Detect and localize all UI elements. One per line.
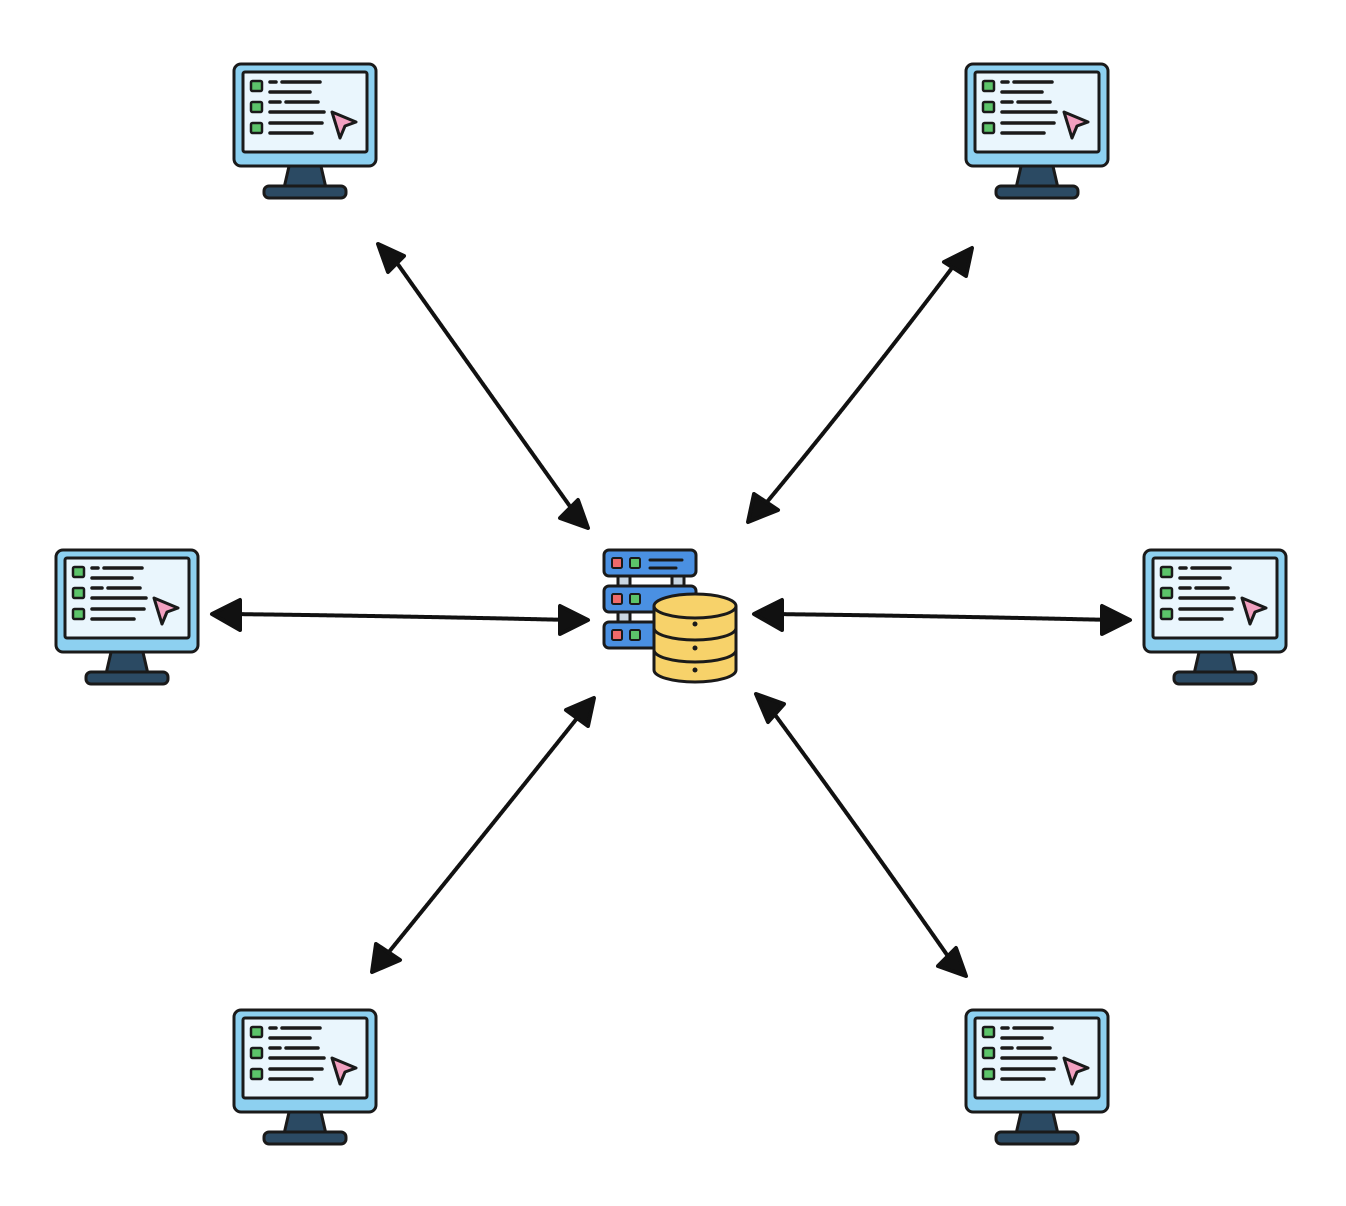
client-bottom-left <box>232 1008 378 1146</box>
computer-monitor-icon <box>232 62 378 200</box>
arrow-server-to-client-top-right <box>746 246 974 524</box>
client-bottom-right <box>964 1008 1110 1146</box>
arrow-server-to-client-middle-left <box>210 598 590 636</box>
client-top-left <box>232 62 378 200</box>
client-top-right <box>964 62 1110 200</box>
computer-monitor-icon <box>232 1008 378 1146</box>
computer-monitor-icon <box>1142 548 1288 686</box>
arrow-server-to-client-top-left <box>376 242 590 530</box>
arrow-server-to-client-bottom-left <box>370 696 596 974</box>
client-middle-right <box>1142 548 1288 686</box>
connection-arrows <box>210 242 1132 978</box>
computer-monitor-icon <box>964 1008 1110 1146</box>
arrow-server-to-client-bottom-right <box>754 692 968 978</box>
computer-monitor-icon <box>54 548 200 686</box>
server-database-icon <box>602 548 738 684</box>
client-middle-left <box>54 548 200 686</box>
arrow-server-to-client-middle-right <box>752 598 1132 636</box>
computer-monitor-icon <box>964 62 1110 200</box>
